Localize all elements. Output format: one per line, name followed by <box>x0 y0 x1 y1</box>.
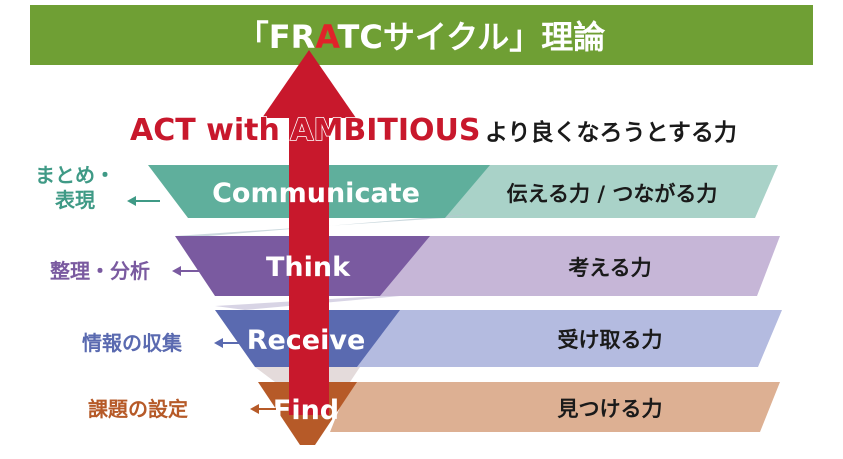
communicate-ability: 伝える力 / つながる力 <box>507 182 718 206</box>
communicate-side-label-line1: まとめ・ <box>35 163 115 187</box>
act-arrow-head <box>262 50 356 118</box>
title-suffix: TCサイクル」理論 <box>338 18 606 56</box>
communicate-label: Communicate <box>212 178 420 209</box>
act-label: ACT with AMBITIOUS <box>130 113 480 148</box>
find-ability-band <box>330 382 780 432</box>
communicate-ability-band <box>445 165 778 218</box>
act-arrow-shaft <box>289 115 329 415</box>
find-side-label: 課題の設定 <box>88 397 188 421</box>
communicate-side-label-line2: 表現 <box>55 188 95 212</box>
think-ability: 考える力 <box>568 256 651 280</box>
find-side-arrow-head <box>250 404 259 414</box>
act-description: より良くなろうとする力 <box>485 119 737 146</box>
communicate-side-arrow-head <box>127 196 136 206</box>
find-ability: 見つける力 <box>558 397 663 421</box>
think-ability-band <box>380 236 780 296</box>
think-side-label: 整理・分析 <box>49 259 150 283</box>
receive-side-label: 情報の収集 <box>82 331 183 355</box>
think-side-arrow-head <box>172 266 181 276</box>
title-prefix: 「FR <box>237 18 316 56</box>
title-bar <box>30 5 813 65</box>
receive-side-arrow-head <box>214 338 223 348</box>
receive-ability: 受け取る力 <box>558 328 663 352</box>
think-label: Think <box>266 252 351 283</box>
find-label: Find <box>273 395 339 426</box>
receive-ability-band <box>355 310 782 367</box>
receive-label: Receive <box>247 325 366 356</box>
title-accent-letter: A <box>315 18 340 56</box>
title-text: 「FRATCサイクル」理論 <box>237 18 606 56</box>
